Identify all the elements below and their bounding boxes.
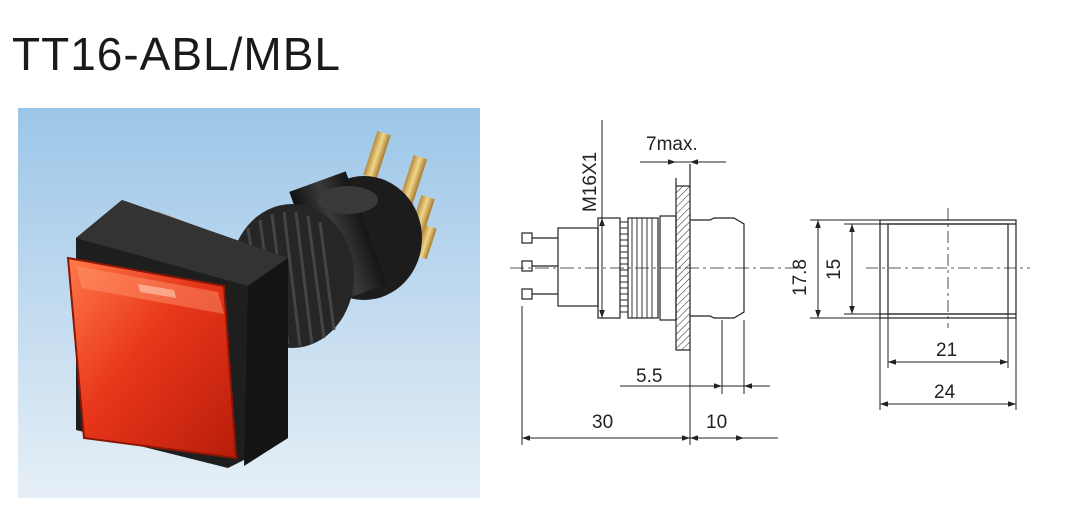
dim-21-label: 21: [936, 340, 957, 361]
dim-15-label: 15: [824, 259, 845, 280]
dim-30-label: 30: [592, 412, 613, 433]
thread-label: M16X1: [580, 152, 601, 212]
dim-17-8-label: 17.8: [790, 259, 811, 296]
dim-24-label: 24: [934, 382, 956, 403]
red-lens: [66, 256, 238, 460]
product-photo: [18, 108, 480, 498]
dimension-drawing: M16X1 7max. 5.5 30 10 17.8 15 21 24: [510, 120, 1030, 445]
side-view-dimensions: [521, 120, 778, 445]
dim-10-label: 10: [706, 412, 727, 433]
front-view: [866, 208, 1030, 328]
page-title: TT16-ABL/MBL: [12, 28, 341, 80]
side-view: [510, 164, 800, 351]
dim-5-5-label: 5.5: [636, 366, 662, 387]
panel-max-label: 7max.: [646, 134, 698, 155]
front-view-dimensions: [810, 219, 1017, 410]
